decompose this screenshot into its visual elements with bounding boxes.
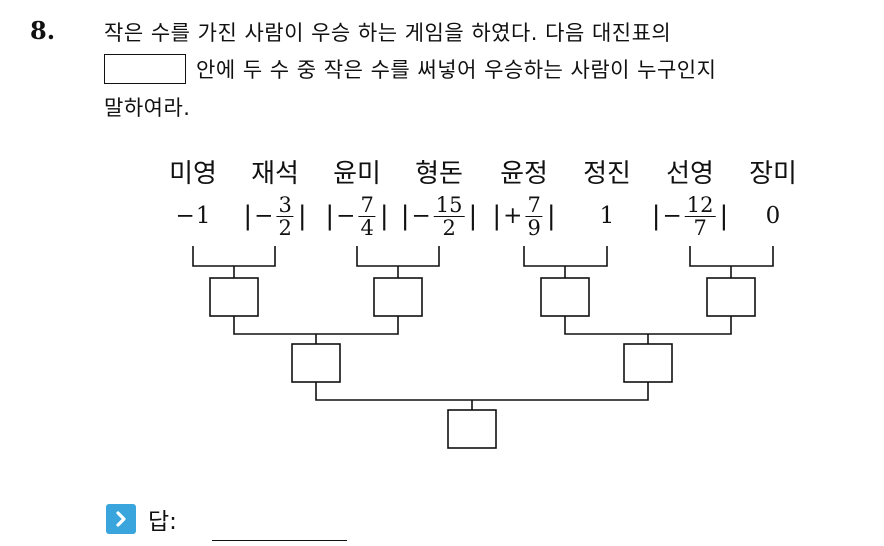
answer-blank-line[interactable] bbox=[212, 540, 347, 541]
question-line-1: 작은 수를 가진 사람이 우승 하는 게임을 하였다. 다음 대진표의 bbox=[104, 21, 672, 45]
value-sign: − bbox=[254, 203, 274, 229]
player-value: 1 bbox=[600, 190, 615, 242]
abs-bar: | bbox=[325, 201, 335, 231]
player-name: 형돈 bbox=[415, 159, 463, 189]
denominator: 2 bbox=[442, 215, 456, 240]
answer-row: 답: bbox=[106, 502, 177, 536]
numerator: 3 bbox=[276, 192, 294, 217]
value-sign: − bbox=[411, 203, 431, 229]
denominator: 9 bbox=[527, 215, 541, 240]
bracket-line bbox=[192, 246, 276, 267]
bracket-line bbox=[356, 246, 440, 267]
player-name: 선영 bbox=[666, 159, 714, 189]
abs-bar: | bbox=[243, 201, 253, 231]
player-name: 정진 bbox=[583, 159, 631, 189]
answer-box bbox=[373, 277, 423, 317]
abs-bar: | bbox=[492, 201, 502, 231]
value-number: 0 bbox=[765, 203, 781, 229]
denominator: 2 bbox=[278, 215, 292, 240]
answer-box bbox=[623, 343, 673, 383]
player-name: 장미 bbox=[749, 159, 797, 189]
question-line-3: 말하여라. bbox=[104, 96, 191, 120]
value-sign: + bbox=[503, 203, 523, 229]
player-name: 미영 bbox=[169, 159, 217, 189]
numerator: 12 bbox=[684, 192, 716, 217]
player-name: 윤미 bbox=[333, 159, 381, 189]
abs-bar: | bbox=[297, 201, 307, 231]
blank-box bbox=[104, 54, 186, 84]
numerator: 7 bbox=[358, 192, 376, 217]
abs-bar: | bbox=[651, 201, 661, 231]
question-line-2-text: 안에 두 수 중 작은 수를 써넣어 우승하는 사람이 누구인지 bbox=[196, 58, 717, 82]
answer-box bbox=[209, 277, 259, 317]
value-sign: − bbox=[662, 203, 682, 229]
denominator: 4 bbox=[360, 215, 374, 240]
value-number: 1 bbox=[195, 203, 211, 229]
bracket-line bbox=[523, 246, 608, 267]
numerator: 7 bbox=[525, 192, 543, 217]
question-line-2: 안에 두 수 중 작은 수를 써넣어 우승하는 사람이 누구인지 bbox=[104, 54, 716, 84]
player-name: 윤정 bbox=[500, 159, 548, 189]
abs-bar: | bbox=[400, 201, 410, 231]
value-number: 1 bbox=[599, 203, 615, 229]
player-value: −1 bbox=[176, 190, 211, 242]
player-names: 미영 재석 윤미 형돈 윤정 정진 선영 장미 bbox=[0, 153, 884, 189]
abs-bar: | bbox=[468, 201, 478, 231]
abs-bar: | bbox=[719, 201, 729, 231]
numerator: 15 bbox=[433, 192, 465, 217]
bracket-line bbox=[233, 316, 399, 335]
value-sign: − bbox=[336, 203, 356, 229]
bracket-line bbox=[564, 316, 732, 335]
value-sign: − bbox=[175, 203, 195, 229]
bracket-line bbox=[689, 246, 774, 267]
question-number: 8. bbox=[30, 16, 56, 45]
player-name: 재석 bbox=[251, 159, 299, 189]
player-value: 0 bbox=[766, 190, 781, 242]
bracket-line bbox=[315, 382, 649, 401]
answer-box bbox=[706, 277, 756, 317]
abs-bar: | bbox=[379, 201, 389, 231]
answer-label: 답: bbox=[148, 509, 177, 535]
answer-box bbox=[291, 343, 341, 383]
chevron-right-icon bbox=[106, 504, 136, 534]
answer-box bbox=[540, 277, 590, 317]
answer-box bbox=[447, 409, 497, 449]
abs-bar: | bbox=[546, 201, 556, 231]
denominator: 7 bbox=[693, 215, 707, 240]
